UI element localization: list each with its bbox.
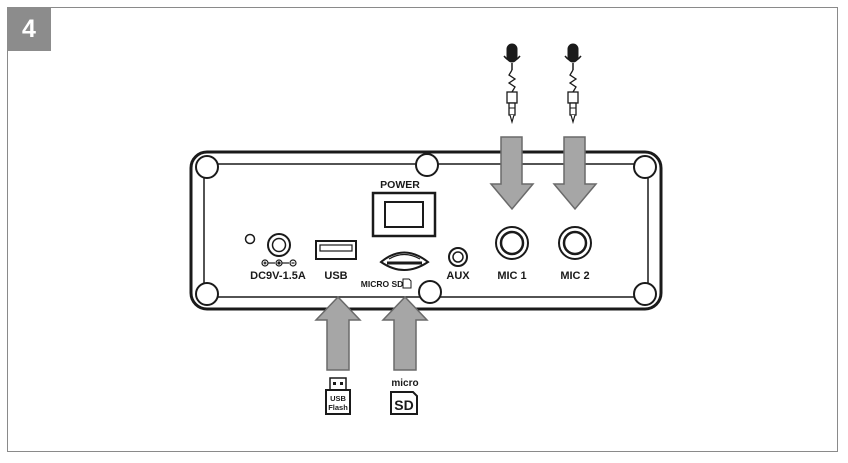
- dc-label: DC9V-1.5A: [250, 270, 306, 282]
- led-indicator: [244, 233, 256, 245]
- screw-top-right: [633, 155, 657, 179]
- figure-frame: [7, 7, 838, 452]
- usb-label: USB: [324, 270, 347, 282]
- arrow-up-sd: [381, 295, 429, 371]
- usb-port-tongue: [319, 244, 353, 252]
- screw-bottom-right: [633, 282, 657, 306]
- micro-sd-label: MICRO SD: [361, 279, 404, 289]
- screw-top-middle: [415, 153, 439, 177]
- arrow-up-usb: [314, 295, 362, 371]
- microphone-1-icon: [503, 43, 521, 125]
- aux-jack-inner: [452, 251, 464, 263]
- mic2-jack-inner: [562, 230, 588, 256]
- usb-flash-line2: Flash: [328, 403, 348, 412]
- aux-label: AUX: [446, 270, 470, 282]
- power-label: POWER: [380, 179, 420, 191]
- screw-bottom-middle: [418, 280, 442, 304]
- arrow-down-mic2: [552, 136, 598, 211]
- mic1-jack-inner: [499, 230, 525, 256]
- dc-polarity-icon: [261, 259, 297, 267]
- usb-flash-line1: USB: [330, 394, 346, 403]
- usb-flash-drive-icon: USB Flash: [325, 377, 351, 415]
- power-switch-housing: [371, 191, 437, 238]
- arrow-down-mic1: [489, 136, 535, 211]
- micro-sd-logo-top: micro: [391, 378, 418, 389]
- mic2-label: MIC 2: [560, 270, 589, 282]
- sd-card-small-icon: [402, 278, 412, 289]
- step-number-badge: 4: [7, 7, 51, 51]
- microphone-2-icon: [564, 43, 582, 125]
- screw-top-left: [195, 155, 219, 179]
- micro-sd-logo-icon: micro SD: [390, 378, 419, 415]
- mic1-label: MIC 1: [497, 270, 526, 282]
- micro-sd-logo-main: SD: [394, 397, 413, 413]
- screw-bottom-left: [195, 282, 219, 306]
- dc-jack-inner: [271, 237, 287, 253]
- power-switch-rocker: [384, 201, 424, 228]
